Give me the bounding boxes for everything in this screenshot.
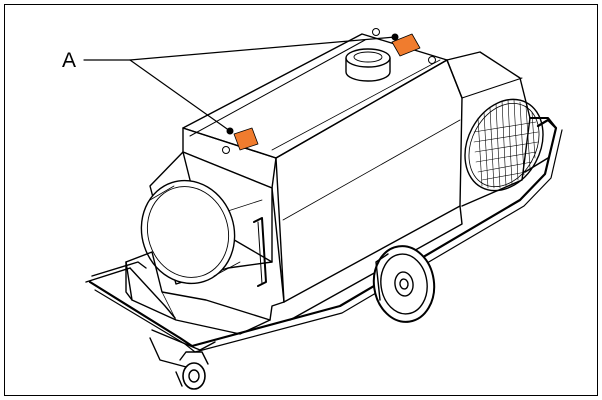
air-outlet-duct (140, 151, 273, 285)
warning-label-rear (391, 33, 421, 57)
intake-grille (464, 98, 544, 192)
callout-dot-front (226, 127, 234, 135)
lifting-eye (222, 28, 436, 154)
warning-label-front (233, 127, 259, 151)
heater-housing (182, 33, 531, 321)
base-box (125, 251, 271, 335)
callout-dot-rear (391, 33, 399, 41)
front-handle (253, 217, 267, 287)
callout (83, 33, 399, 135)
wheel (372, 245, 436, 323)
callout-label-a: A (62, 49, 76, 72)
caster-wheel (175, 351, 209, 390)
figure-frame (4, 4, 598, 396)
exhaust-flue (345, 48, 391, 82)
